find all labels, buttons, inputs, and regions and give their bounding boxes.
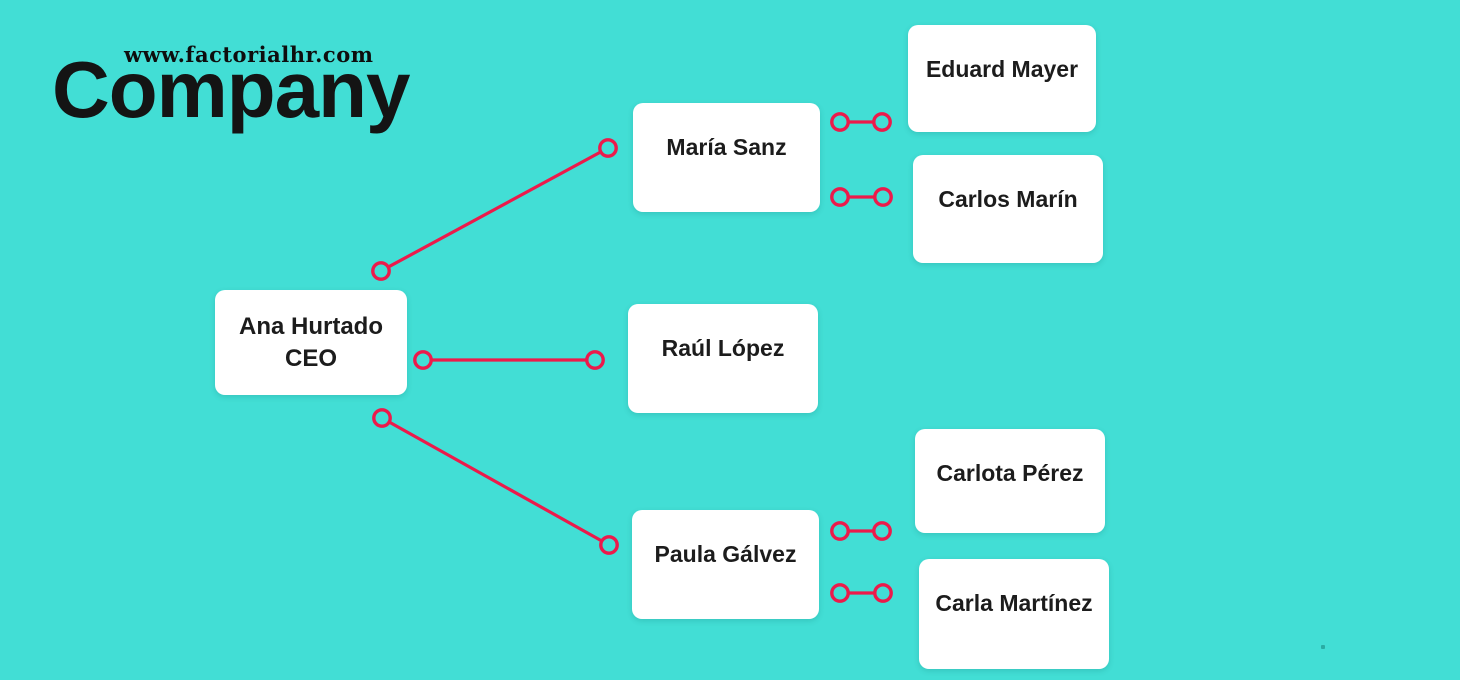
connector-paula-carlota xyxy=(830,521,892,541)
connector-paula-carla xyxy=(830,583,893,603)
connector-endpoint-circle xyxy=(585,350,605,370)
org-node-eduard[interactable]: Eduard Mayer xyxy=(908,25,1096,132)
connector-endpoint-circle xyxy=(413,350,433,370)
org-node-name: Carla Martínez xyxy=(935,590,1093,616)
connector-endpoint-circle xyxy=(872,112,892,132)
connector-endpoint-circle xyxy=(598,138,618,158)
org-node-name: Carlos Marín xyxy=(938,186,1078,212)
connector-maria-eduard xyxy=(830,112,892,132)
connector-maria-carlos xyxy=(830,187,893,207)
org-node-name: Eduard Mayer xyxy=(925,56,1079,82)
connector-endpoint-circle xyxy=(830,583,850,603)
connector-endpoint-circle xyxy=(599,535,619,555)
org-node-raul[interactable]: Raúl López xyxy=(628,304,818,413)
page-title: Company xyxy=(52,45,410,134)
org-node-role: CEO xyxy=(284,344,337,372)
connector-endpoint-circle xyxy=(830,187,850,207)
org-node-name: Raúl López xyxy=(661,335,785,361)
connector-endpoint-circle xyxy=(372,408,392,428)
connector-endpoint-circle xyxy=(830,521,850,541)
org-node-carlota[interactable]: Carlota Pérez xyxy=(915,429,1105,533)
org-node-paula[interactable]: Paula Gálvez xyxy=(632,510,819,619)
org-node-carlos[interactable]: Carlos Marín xyxy=(913,155,1103,263)
connector-ana-paula xyxy=(372,408,619,555)
website-url: www.factorialhr.com xyxy=(124,42,374,67)
org-node-name: Carlota Pérez xyxy=(936,460,1084,486)
connector-endpoint-circle xyxy=(830,112,850,132)
org-node-carla[interactable]: Carla Martínez xyxy=(919,559,1109,669)
org-node-name: Ana Hurtado xyxy=(239,312,383,340)
connector-endpoint-circle xyxy=(371,261,391,281)
connector-ana-maria xyxy=(371,138,618,281)
connector-endpoint-circle xyxy=(873,583,893,603)
connector-endpoint-circle xyxy=(872,521,892,541)
org-node-name: Paula Gálvez xyxy=(654,541,797,567)
connector-endpoint-circle xyxy=(873,187,893,207)
connector-ana-raul xyxy=(413,350,605,370)
org-node-name: María Sanz xyxy=(666,134,787,160)
org-node-maria[interactable]: María Sanz xyxy=(633,103,820,212)
background-speck xyxy=(1321,645,1325,649)
